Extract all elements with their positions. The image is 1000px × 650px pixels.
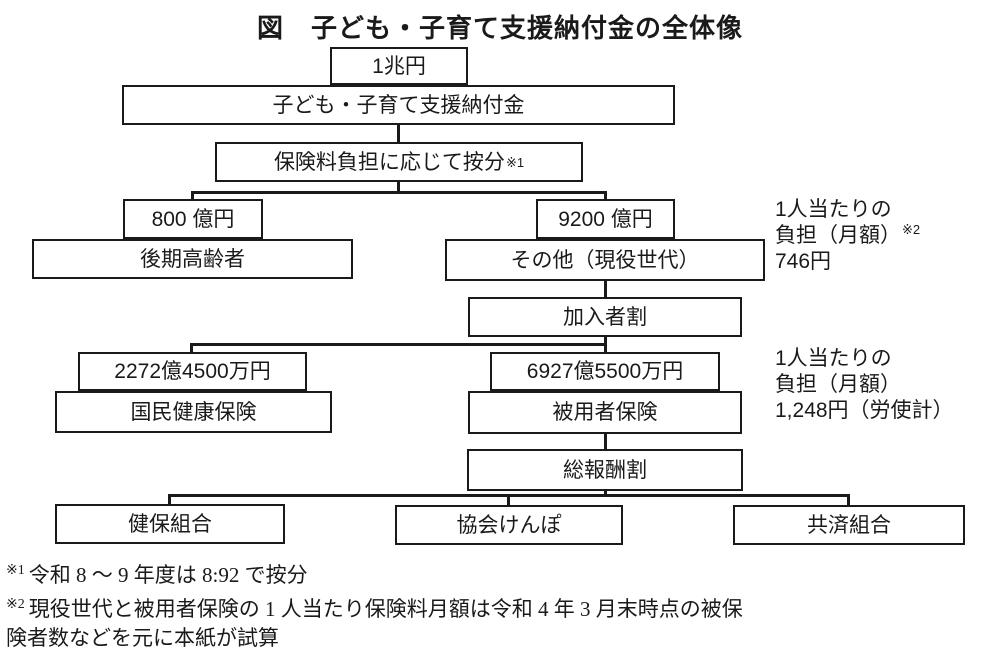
connector-split1-right-drop: [604, 191, 607, 203]
node-late-elderly: 後期高齢者: [32, 239, 353, 279]
node-kyokai-kenpo: 協会けんぽ: [395, 505, 623, 545]
connector-apportion-split: [397, 180, 400, 194]
connector-split3-left-drop: [168, 494, 171, 506]
footnote-1-marker: ※1: [6, 563, 25, 578]
footnote-2-continuation: 険者数などを元に本紙が試算: [6, 626, 279, 650]
annotation-burden-746: 1人当たりの 負担（月額）※2 746円: [775, 197, 920, 275]
annotation-1248-line2: 負担（月額）: [775, 373, 901, 396]
connector-split2-right-drop: [604, 343, 607, 355]
node-amount-9200oku: 9200 億円: [536, 199, 675, 239]
note2-ref-mark: ※2: [902, 222, 921, 237]
annotation-746-line1: 1人当たりの: [775, 198, 892, 221]
footnote-2-marker: ※2: [6, 597, 25, 612]
annotation-burden-1248: 1人当たりの 負担（月額） 1,248円（労使計）: [775, 346, 954, 424]
node-total-amount: 1兆円: [330, 47, 468, 85]
connector-split2-bar: [190, 343, 607, 346]
connector-split2-left-drop: [190, 343, 193, 355]
connector-split3-mid-drop: [507, 494, 510, 507]
connector-split3-right-drop: [847, 494, 850, 507]
connector-remuneration-split: [604, 489, 607, 497]
connector-permember-split: [604, 335, 607, 346]
connector-split1-bar: [191, 191, 607, 194]
annotation-746-line2-text: 負担（月額）: [775, 224, 901, 247]
figure-title: 図 子ども・子育て支援納付金の全体像: [256, 13, 743, 43]
node-amount-6927oku: 6927億5500万円: [490, 352, 720, 391]
footnote-1-text: 令和 8 ～ 9 年度は 8:92 で按分: [28, 563, 308, 587]
annotation-1248-line3: 1,248円（労使計）: [775, 399, 954, 422]
annotation-746-line3: 746円: [775, 250, 832, 273]
node-amount-2272oku: 2272億4500万円: [78, 352, 307, 391]
connector-others-permember: [604, 279, 607, 299]
node-kyosai-union: 共済組合: [733, 505, 965, 545]
node-employee-insurance: 被用者保険: [468, 391, 742, 434]
node-amount-800oku: 800 億円: [123, 199, 263, 239]
connector-levy-apportion: [397, 122, 400, 144]
node-apportion-rule: 保険料負担に応じて按分※1: [215, 142, 583, 182]
annotation-746-line2: 負担（月額）※2: [775, 223, 920, 249]
node-total-remuneration-split: 総報酬割: [467, 449, 743, 491]
node-kenpo-union: 健保組合: [55, 504, 285, 544]
note1-ref-mark: ※1: [505, 154, 525, 170]
node-per-member-split: 加入者割: [468, 297, 742, 337]
node-support-levy: 子ども・子育て支援納付金: [122, 85, 675, 125]
footnote-2-text: 現役世代と被用者保険の 1 人当たり保険料月額は令和 4 年 3 月末時点の被保: [28, 597, 743, 621]
connector-split1-left-drop: [191, 191, 194, 203]
node-others-working: その他（現役世代）: [445, 239, 765, 281]
annotation-1248-line1: 1人当たりの: [775, 347, 892, 370]
node-apportion-label: 保険料負担に応じて按分: [273, 150, 505, 174]
connector-employee-remuneration: [604, 432, 607, 451]
node-national-health-insurance: 国民健康保険: [55, 391, 332, 433]
